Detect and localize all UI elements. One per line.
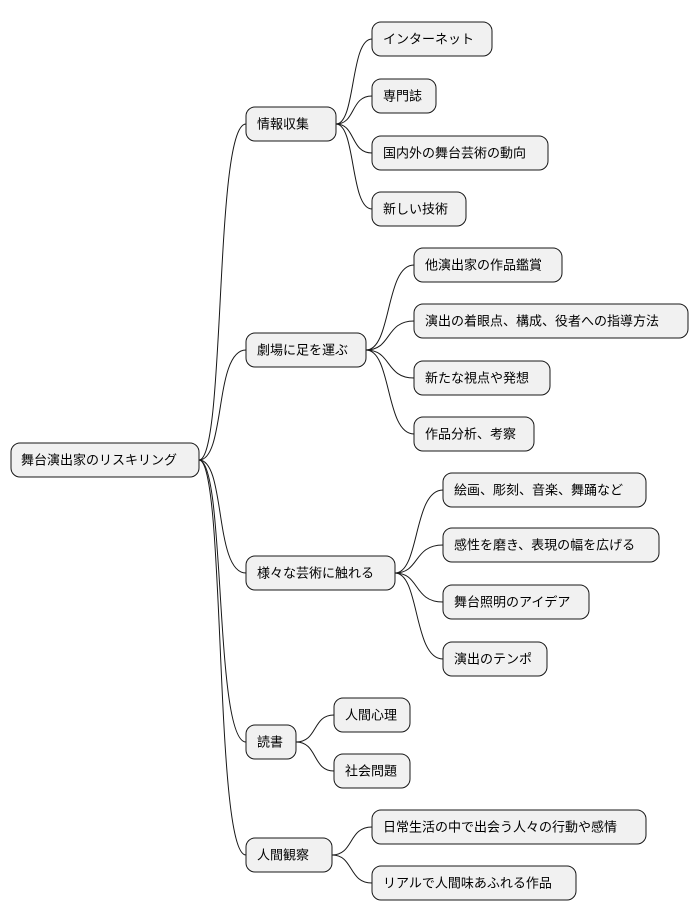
branch-theater: 劇場に足を運ぶ	[245, 332, 367, 368]
leaf-label: 日常生活の中で出会う人々の行動や感情	[383, 820, 617, 836]
connector-root-reading	[198, 459, 247, 743]
leaf-label: 絵画、彫刻、音楽、舞踊など	[454, 483, 623, 499]
leaf-label: 演出のテンポ	[454, 652, 532, 668]
connector-info-tech	[335, 123, 373, 210]
connector-arts-c2	[394, 544, 444, 574]
leaf-label: 新たな視点や発想	[425, 371, 529, 387]
connector-arts-c1	[394, 489, 444, 574]
leaf-human-works: リアルで人間味あふれる作品	[371, 865, 577, 901]
connector-theater-c2	[365, 320, 415, 351]
leaf-label: 作品分析、考察	[425, 428, 516, 443]
connector-reading-c2	[295, 741, 335, 772]
leaf-label: リアルで人間味あふれる作品	[383, 877, 552, 892]
connector-info-magazine	[335, 95, 373, 125]
connector-observation-c2	[331, 854, 373, 884]
leaf-work-analysis: 作品分析、考察	[413, 416, 535, 452]
connector-arts-c3	[394, 572, 444, 603]
branch-label: 様々な芸術に触れる	[257, 566, 374, 582]
branch-arts: 様々な芸術に触れる	[245, 555, 396, 591]
branch-observation: 人間観察	[245, 837, 333, 873]
leaf-label: 社会問題	[345, 764, 397, 780]
leaf-directing-methods: 演出の着眼点、構成、役者への指導方法	[413, 303, 689, 339]
leaf-psychology: 人間心理	[333, 697, 411, 733]
root-node: 舞台演出家のリスキリング	[10, 442, 200, 478]
leaf-new-perspectives: 新たな視点や発想	[413, 360, 551, 396]
connector-root-observation	[198, 459, 247, 856]
leaf-art-forms: 絵画、彫刻、音楽、舞踊など	[442, 472, 647, 508]
leaf-daily-life: 日常生活の中で出会う人々の行動や感情	[371, 809, 647, 845]
leaf-label: 国内外の舞台芸術の動向	[383, 146, 526, 162]
connector-theater-c4	[365, 349, 415, 435]
branch-label: 劇場に足を運ぶ	[257, 344, 348, 359]
connector-theater-c3	[365, 349, 415, 379]
leaf-magazine: 専門誌	[371, 78, 437, 114]
leaf-lighting-ideas: 舞台照明のアイデア	[442, 584, 590, 620]
leaf-label: 演出の着眼点、構成、役者への指導方法	[425, 314, 659, 330]
connector-root-info	[198, 123, 247, 461]
leaf-label: 舞台照明のアイデア	[454, 595, 570, 611]
connector-root-theater	[198, 349, 247, 461]
connector-info-trends	[335, 123, 373, 154]
leaf-internet: インターネット	[371, 21, 493, 57]
leaf-sensibility: 感性を磨き、表現の幅を広げる	[442, 527, 660, 563]
branch-label: 人間観察	[257, 849, 309, 864]
connectors	[198, 38, 444, 884]
leaf-other-directors: 他演出家の作品鑑賞	[413, 247, 563, 283]
leaf-label: 人間心理	[345, 709, 397, 724]
connector-theater-c1	[365, 264, 415, 351]
branch-info-gathering: 情報収集	[245, 106, 337, 142]
leaf-social-issues: 社会問題	[333, 753, 411, 789]
root-label: 舞台演出家のリスキリング	[21, 453, 177, 469]
leaf-label: 他演出家の作品鑑賞	[425, 258, 542, 274]
branch-reading: 読書	[245, 724, 297, 760]
leaf-label: 新しい技術	[383, 202, 448, 218]
leaf-label: 専門誌	[383, 89, 422, 105]
connector-info-internet	[335, 38, 373, 125]
connector-root-arts	[198, 459, 247, 574]
branch-label: 読書	[257, 735, 283, 751]
leaf-label: 感性を磨き、表現の幅を広げる	[454, 538, 635, 554]
connector-observation-c1	[331, 826, 373, 856]
connector-reading-c1	[295, 714, 335, 743]
leaf-label: インターネット	[383, 33, 474, 48]
connector-arts-c4	[394, 572, 444, 660]
branch-label: 情報収集	[257, 117, 309, 133]
leaf-directing-tempo: 演出のテンポ	[442, 641, 548, 677]
leaf-new-tech: 新しい技術	[371, 191, 467, 227]
leaf-trends: 国内外の舞台芸術の動向	[371, 135, 549, 171]
